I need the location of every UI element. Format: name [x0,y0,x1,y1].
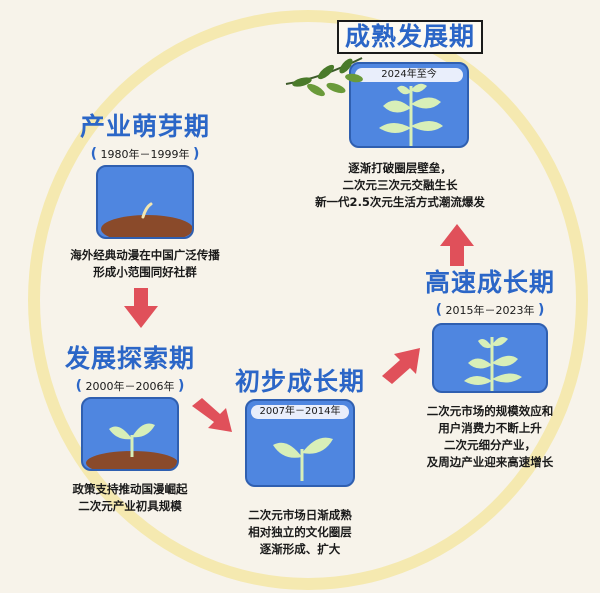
stage-sprouting: 产业萌芽期 ( 1980年－1999年 ) 海外经典动漫在中国广泛传播 形成小范… [55,112,235,281]
period-badge: 2007年－2014年 [251,405,349,419]
stage-card [96,165,194,239]
stage-card: 2007年－2014年 [245,399,355,487]
arrow-up-icon [440,224,474,266]
stage-period: ( 1980年－1999年 ) [90,146,200,162]
stage-card [81,397,179,471]
stage-rapid-growth: 高速成长期 ( 2015年－2023年 ) 二次元市场的规模效应和 用户消费力不… [400,268,580,471]
stage-early-growth: 初步成长期 2007年－2014年 二次元市场日渐成熟 相对独立的文化圈层 逐渐… [220,367,380,558]
branch-icon [285,57,363,97]
stage-period: ( 2000年－2006年 ) [75,378,185,394]
stage-description: 海外经典动漫在中国广泛传播 形成小范围同好社群 [70,248,220,279]
leaf-plant-icon [273,437,333,481]
stage-description: 逐渐打破圈层壁垒， 二次元三次元交融生长 新一代2.5次元生活方式潮流爆发 [315,161,485,209]
stage-exploring: 发展探索期 ( 2000年－2006年 ) 政策支持推动国漫崛起 二次元产业初具… [40,344,220,515]
stage-title: 初步成长期 [234,367,365,396]
stage-title: 产业萌芽期 [79,112,210,141]
stage-title: 高速成长期 [424,268,555,297]
growing-plant-icon [464,337,522,391]
stage-mature: 成熟发展期 2024年至今 逐渐打破圈层壁垒， 二次元三次元交融生长 新一代2.… [295,20,525,211]
stage-title: 发展探索期 [64,344,195,373]
stage-card [432,323,548,393]
stage-title: 成熟发展期 [336,20,483,54]
arrow-down-icon [124,288,158,328]
stage-card: 2024年至今 [349,62,469,148]
sprout-icon [86,423,177,469]
mature-plant-icon [379,83,443,146]
seed-icon [101,202,192,237]
arrow-right-down-icon [192,398,232,432]
period-badge: 2024年至今 [355,68,463,82]
stage-period: ( 2015年－2023年 ) [435,302,545,318]
stage-description: 二次元市场日渐成熟 相对独立的文化圈层 逐渐形成、扩大 [248,508,352,556]
stage-description: 二次元市场的规模效应和 用户消费力不断上升 二次元细分产业， 及周边产业迎来高速… [426,404,554,469]
stage-description: 政策支持推动国漫崛起 二次元产业初具规模 [72,482,188,513]
arrow-right-up-icon [382,348,420,384]
